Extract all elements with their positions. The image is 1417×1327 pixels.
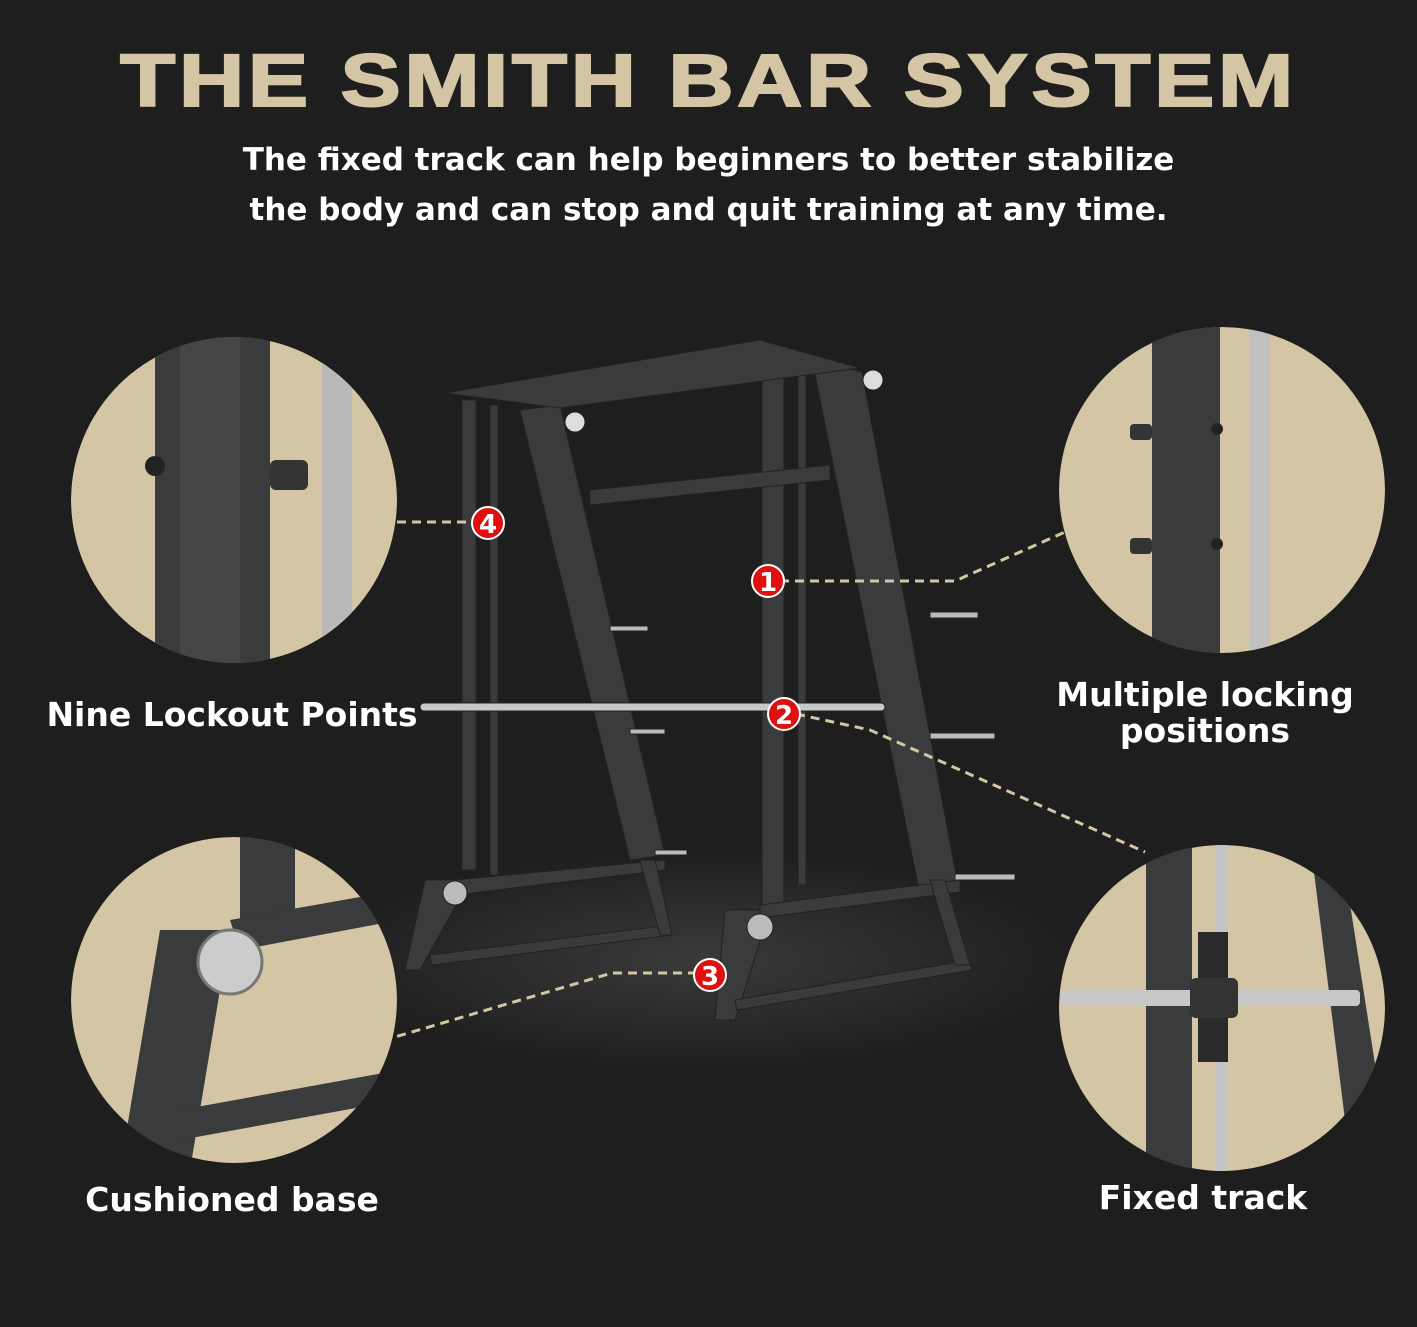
marker-1: 1 bbox=[751, 564, 785, 598]
label-cushioned-base: Cushioned base bbox=[85, 1180, 379, 1219]
svg-text:2: 2 bbox=[775, 701, 793, 731]
marker-3: 3 bbox=[693, 958, 727, 992]
label-fixed-track: Fixed track bbox=[1098, 1178, 1308, 1217]
page-title: THE SMITH BAR SYSTEM bbox=[119, 38, 1297, 123]
detail-circle-lockout-points bbox=[71, 337, 397, 663]
label-nine-lockout-points: Nine Lockout Points bbox=[46, 695, 418, 734]
detail-circle-cushioned-base bbox=[71, 837, 397, 1163]
subtitle-line-1: The fixed track can help beginners to be… bbox=[242, 142, 1175, 178]
detail-circle-locking-positions bbox=[1059, 327, 1385, 653]
subtitle-line-2: the body and can stop and quit training … bbox=[249, 192, 1168, 228]
svg-text:4: 4 bbox=[479, 510, 497, 540]
marker-4: 4 bbox=[471, 506, 505, 540]
marker-2: 2 bbox=[767, 697, 801, 731]
svg-text:1: 1 bbox=[759, 568, 777, 598]
smith-machine bbox=[404, 339, 1016, 1021]
floor-shadow bbox=[320, 850, 1080, 1070]
detail-circle-fixed-track bbox=[1059, 845, 1385, 1171]
callout-lines bbox=[394, 520, 1146, 1039]
svg-text:3: 3 bbox=[701, 962, 719, 992]
label-multiple-locking-positions: Multiple locking positions bbox=[1056, 675, 1354, 750]
